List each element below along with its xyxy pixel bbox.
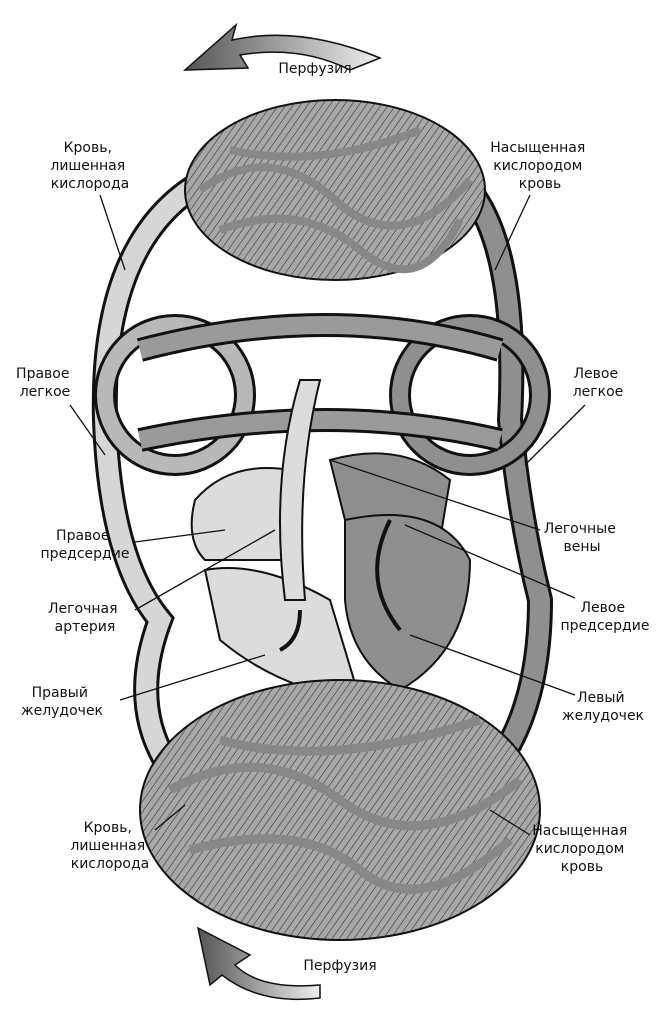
label-oxy-top: Насыщенная кислородом кровь	[490, 140, 589, 192]
label-perfusion-top: Перфузия	[278, 61, 351, 77]
label-left-ventricle: Левый желудочек	[562, 690, 644, 724]
label-pulmonary-artery: Легочная артерия	[48, 601, 122, 635]
label-right-atrium: Правое предсердие	[41, 528, 130, 562]
left-ventricle	[344, 514, 472, 692]
pulmonary-artery	[279, 379, 322, 601]
label-left-atrium: Левое предсердие	[561, 600, 650, 634]
right-atrium	[190, 467, 302, 562]
lung-capillary-bed	[184, 99, 486, 281]
label-right-ventricle: Правый желудочек	[21, 685, 103, 719]
label-perfusion-bottom: Перфузия	[303, 958, 376, 974]
label-right-lung: Правое легкое	[16, 366, 74, 400]
label-pulmonary-veins: Легочные вены	[544, 521, 621, 555]
perfusion-arrow-top	[182, 22, 382, 71]
label-oxy-bottom: Насыщенная кислородом кровь	[532, 823, 631, 875]
label-deoxy-top: Кровь, лишенная кислорода	[50, 140, 129, 192]
label-left-lung: Левое легкое	[573, 366, 624, 400]
perfusion-arrow-bottom	[196, 926, 321, 1001]
label-deoxy-bottom: Кровь, лишенная кислорода	[70, 820, 149, 872]
leader-lines	[69, 194, 586, 836]
